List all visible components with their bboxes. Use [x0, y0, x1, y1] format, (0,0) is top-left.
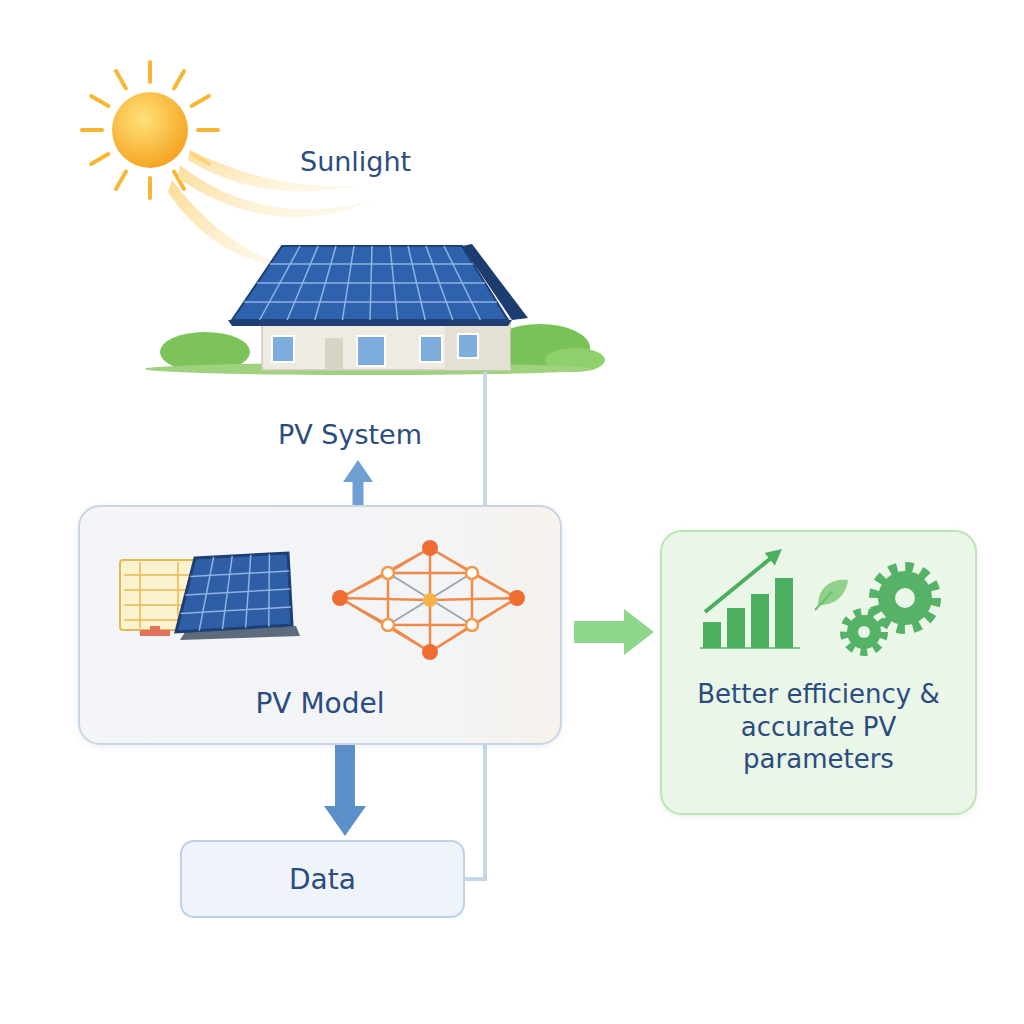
connector-line [335, 745, 355, 808]
data-feed-line [483, 372, 487, 462]
house-illustration-part [357, 336, 385, 366]
connector-line [574, 621, 626, 643]
sun-rays-part [116, 172, 126, 189]
sun-rays-part [82, 128, 102, 132]
sun-rays-part [174, 71, 184, 88]
node-label: PV Model [80, 686, 560, 721]
house-illustration [145, 244, 605, 375]
house-illustration-part [325, 338, 343, 370]
sun-rays-part [198, 128, 218, 132]
connector-line [353, 480, 364, 505]
sun-rays-part [148, 62, 152, 82]
arrow-head [343, 460, 373, 482]
pv-system-node: PV System [140, 235, 560, 460]
data-box: Data [180, 840, 465, 918]
node-label: Data [289, 862, 356, 897]
sun-disc [112, 92, 188, 168]
house-illustration-part [232, 246, 508, 320]
sunbeams-part [168, 180, 292, 268]
house-illustration-part [462, 244, 528, 320]
house-illustration-part [272, 336, 294, 362]
flow-connector [343, 460, 373, 505]
flow-connector [324, 745, 366, 836]
flow-connector [574, 609, 654, 655]
arrow-head [324, 806, 366, 836]
house-illustration-part [458, 334, 478, 358]
arrow-head [624, 609, 654, 655]
sun-rays-part [192, 96, 209, 106]
sun-rays-part [91, 96, 108, 106]
sun-rays-part [91, 154, 108, 164]
house-illustration-part [420, 336, 442, 362]
house-illustration-part [228, 320, 512, 326]
sun-rays-part [116, 71, 126, 88]
caption-label: Sunlight [300, 146, 411, 177]
node-label: PV System [140, 418, 560, 452]
node-label: Better efficiency & accurate PV paramete… [676, 678, 961, 776]
pv-model-box: PV Model [78, 505, 562, 745]
sun-rays-part [148, 178, 152, 198]
house-illustration-part [244, 246, 497, 320]
result-box: Better efficiency & accurate PV paramete… [660, 530, 977, 815]
